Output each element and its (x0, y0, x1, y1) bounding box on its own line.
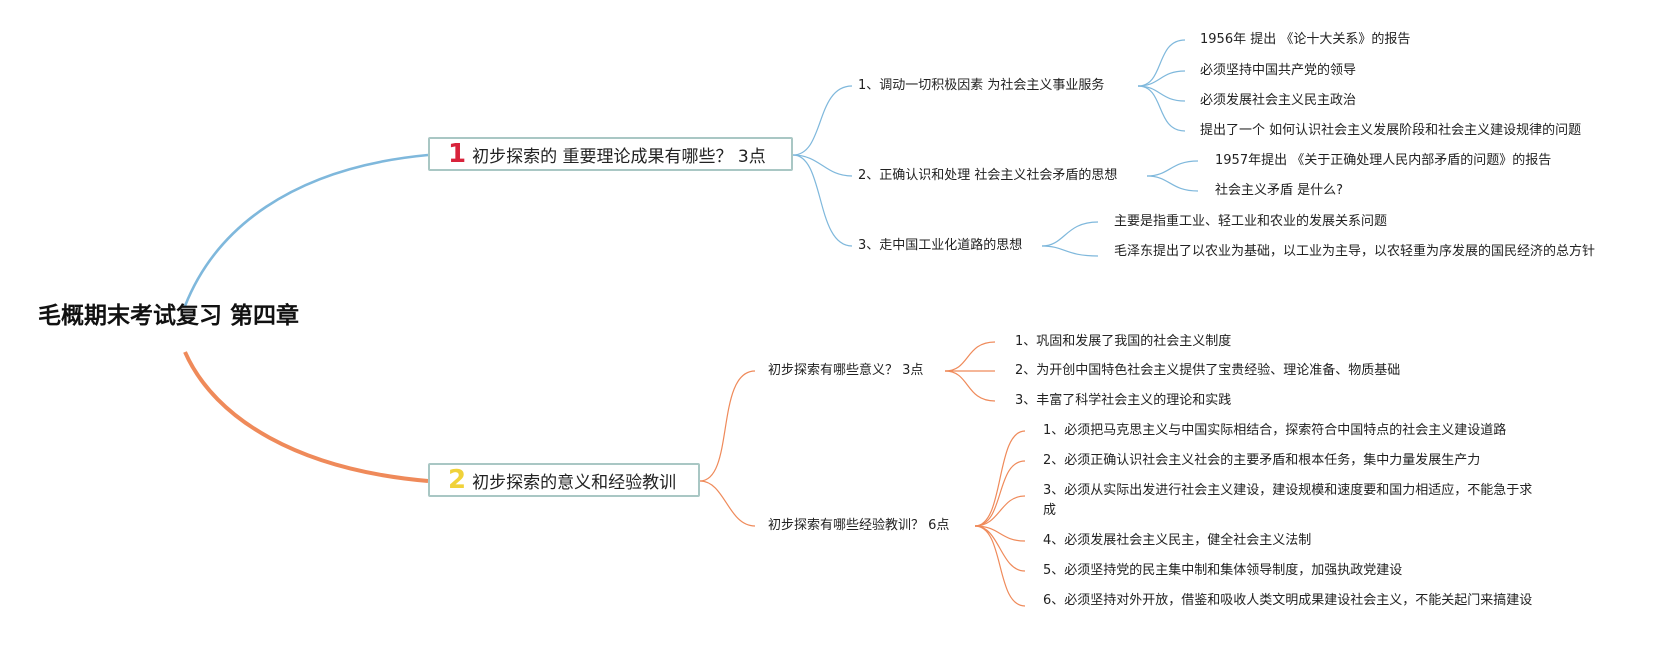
sub2-leaf-line (1146, 175, 1199, 192)
sub1-leaf-line (1137, 85, 1186, 102)
sub1-leaf-line (944, 370, 996, 402)
sub2-leaf-line (974, 525, 1026, 542)
root-to-topic1-line (183, 153, 429, 307)
sub1-leaf-line (1137, 39, 1186, 87)
leaf-node[interactable]: 2、为开创中国特色社会主义提供了宝贵经验、理论准备、物质基础 (1015, 363, 1401, 378)
leaf-node[interactable]: 5、必须坚持党的民主集中制和集体领导制度，加强执政党建设 (1043, 563, 1403, 578)
leaf-node[interactable]: 1、必须把马克思主义与中国实际相结合，探索符合中国特点的社会主义建设道路 (1043, 423, 1507, 438)
leaf-node[interactable]: 3、丰富了科学社会主义的理论和实践 (1015, 393, 1232, 408)
leaf-node[interactable]: 4、必须发展社会主义民主，健全社会主义法制 (1043, 533, 1312, 548)
leaf-node[interactable]: 1、巩固和发展了我国的社会主义制度 (1015, 334, 1232, 349)
topic-title: 初步探索的 重要理论成果有哪些？ 3点 (472, 146, 766, 167)
leaf-node[interactable]: 必须坚持中国共产党的领导 (1200, 63, 1357, 78)
subtopic-1-2[interactable]: 2、正确认识和处理 社会主义社会矛盾的思想 (858, 168, 1118, 183)
sub2-leaf-line (974, 525, 1026, 607)
sub2-leaf-line (1146, 160, 1199, 177)
main-topic-2[interactable]: 2 初步探索的意义和经验教训 (428, 463, 700, 497)
sub2-leaf-line (974, 460, 1026, 527)
topic-title: 初步探索的意义和经验教训 (472, 472, 677, 493)
leaf-node[interactable]: 2、必须正确认识社会主义社会的主要矛盾和根本任务，集中力量发展生产力 (1043, 453, 1481, 468)
leaf-node[interactable]: 提出了一个 如何认识社会主义发展阶段和社会主义建设规律的问题 (1200, 123, 1582, 138)
sub1-leaf-line (944, 341, 996, 372)
topic1-to-sub2-line (792, 154, 853, 177)
sub1-leaf-line (1137, 70, 1186, 87)
leaf-node[interactable]: 1956年 提出 《论十大关系》的报告 (1200, 32, 1411, 47)
sub3-leaf-line (1041, 245, 1099, 257)
subtopic-1-1[interactable]: 1、调动一切积极因素 为社会主义事业服务 (858, 78, 1105, 93)
leaf-node[interactable]: 主要是指重工业、轻工业和农业的发展关系问题 (1114, 214, 1388, 229)
subtopic-1-3[interactable]: 3、走中国工业化道路的思想 (858, 238, 1023, 253)
leaf-node[interactable]: 毛泽东提出了以农业为基础，以工业为主导，以农轻重为序发展的国民经济的总方针 (1114, 244, 1596, 259)
topic1-to-sub1-line (792, 85, 853, 156)
leaf-node[interactable]: 必须发展社会主义民主政治 (1200, 93, 1357, 108)
central-topic[interactable]: 毛概期末考试复习 第四章 (38, 303, 300, 329)
sub2-leaf-line (974, 495, 1026, 527)
topic1-to-sub3-line (792, 154, 853, 247)
root-to-topic2-line (183, 351, 429, 483)
leaf-node[interactable]: 3、必须从实际出发进行社会主义建设，建设规模和速度要和国力相适应，不能急于求成 (1043, 483, 1533, 518)
leaf-node[interactable]: 社会主义矛盾 是什么? (1215, 183, 1344, 198)
subtopic-2-1[interactable]: 初步探索有哪些意义？ 3点 (768, 363, 924, 378)
main-topic-1[interactable]: 1 初步探索的 重要理论成果有哪些？ 3点 (428, 137, 793, 171)
topic-number-badge: 2 (448, 465, 467, 495)
topic2-to-sub2-line (699, 480, 756, 527)
leaf-node[interactable]: 6、必须坚持对外开放，借鉴和吸收人类文明成果建设社会主义，不能关起门来搞建设 (1043, 593, 1533, 608)
sub3-leaf-line (1041, 221, 1099, 247)
leaf-node[interactable]: 1957年提出 《关于正确处理人民内部矛盾的问题》的报告 (1215, 153, 1552, 168)
sub1-leaf-line (1137, 85, 1186, 132)
sub2-leaf-line (974, 430, 1026, 527)
topic-number-badge: 1 (448, 139, 467, 169)
subtopic-2-2[interactable]: 初步探索有哪些经验教训？ 6点 (768, 518, 950, 533)
topic2-to-sub1-line (699, 370, 756, 482)
